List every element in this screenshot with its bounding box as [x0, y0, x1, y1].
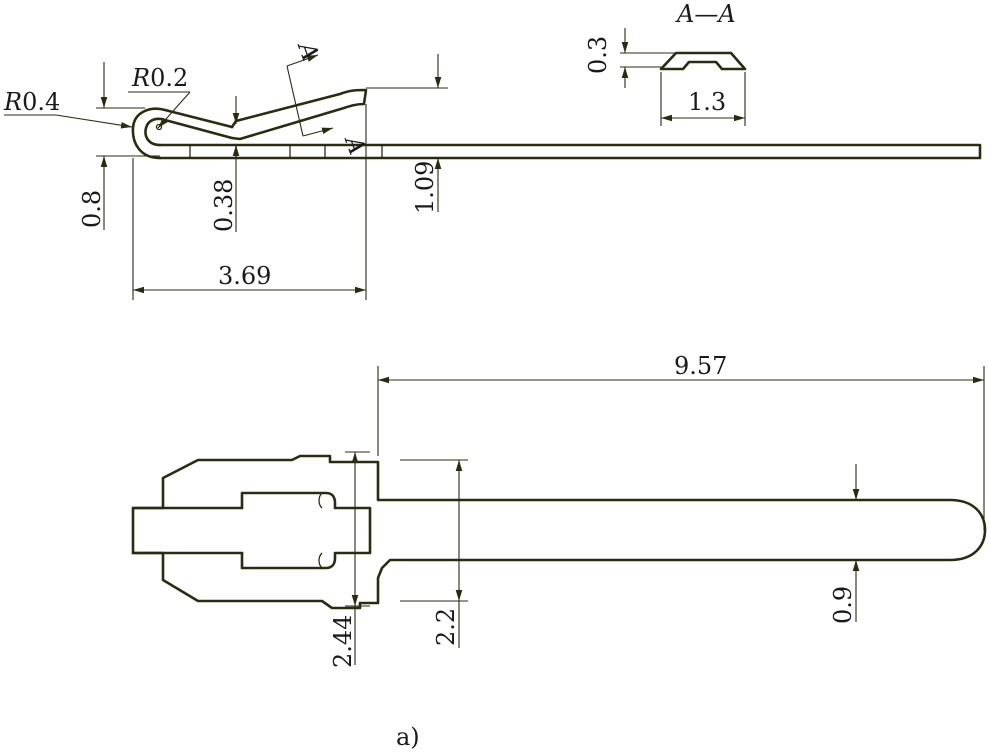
- section-letter-bottom: A: [339, 131, 372, 159]
- section-title: A—A: [675, 0, 736, 28]
- dim-244-label: 2.44: [329, 615, 357, 668]
- figure-label: a): [396, 723, 420, 751]
- r04-leader: [55, 114, 133, 129]
- plan-view: 9.57 2.44 2.2 0.9: [131, 352, 987, 668]
- r04-label: R0.4: [3, 88, 60, 116]
- ramp-outline: [230, 88, 368, 141]
- dim-22-label: 2.2: [432, 608, 460, 646]
- section-cut-line: [286, 65, 304, 137]
- dim-08-label: 0.8: [78, 190, 106, 228]
- section-arrow-top: [286, 54, 319, 67]
- dim-957-label: 9.57: [674, 352, 727, 380]
- side-view: A A R0.4 R0.2 0.8 0.38 1.09 3.69: [3, 37, 982, 300]
- dim-09-label: 0.9: [829, 586, 857, 624]
- dim-038-label: 0.38: [210, 179, 238, 232]
- dim-03-label: 0.3: [584, 36, 612, 74]
- section-view: A—A 0.3 1.3: [584, 0, 747, 126]
- section-letter-top: A: [292, 37, 325, 65]
- section-profile: [659, 51, 747, 71]
- dim-369-label: 3.69: [218, 262, 271, 290]
- curl-outer: [131, 107, 234, 160]
- plan-notches: [318, 492, 323, 569]
- r02-leader: [157, 91, 191, 129]
- dim-109-label: 1.09: [411, 161, 439, 214]
- section-arrow-bottom: [302, 127, 334, 137]
- plan-inner-window: [240, 491, 372, 570]
- strip-outline: [158, 143, 982, 160]
- r02-label: R0.2: [131, 64, 188, 92]
- dim-13-label: 1.3: [688, 88, 726, 116]
- plan-outline: [131, 454, 987, 610]
